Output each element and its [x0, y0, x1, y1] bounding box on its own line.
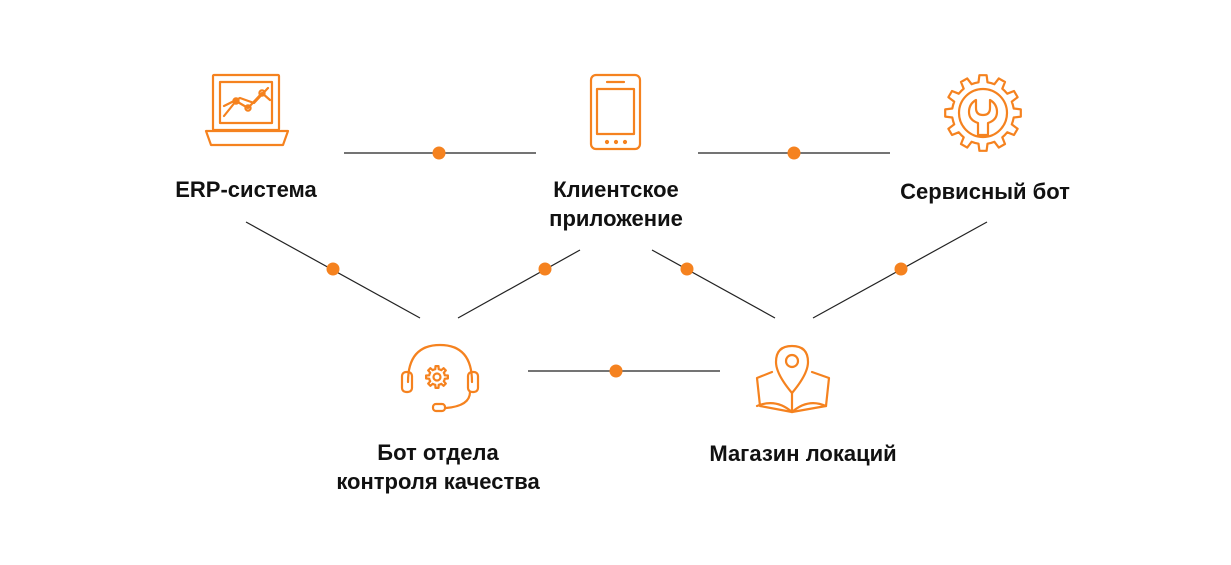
- node-label-service-bot: Сервисный бот: [900, 177, 1070, 206]
- node-label-erp: ERP-система: [175, 175, 317, 204]
- headset-gear-icon: [400, 343, 480, 413]
- connector-line-client-app-qc-bot: [457, 249, 581, 319]
- laptop-chart-icon: [204, 73, 290, 147]
- qc-bot-label-line-1: Бот отдела: [377, 440, 499, 465]
- connector-dot-client-app-qc-bot: [538, 262, 552, 276]
- node-label-qc-bot: Бот отдела контроля качества: [336, 438, 539, 496]
- location-store-label-line: Магазин локаций: [709, 441, 897, 466]
- client-app-label-line-1: Клиентское: [553, 177, 679, 202]
- tablet-icon: [589, 73, 642, 151]
- erp-label-line: ERP-система: [175, 177, 317, 202]
- client-app-label-line-2: приложение: [549, 206, 683, 231]
- connector-dot-erp-qc-bot: [326, 262, 340, 276]
- qc-bot-label-line-2: контроля качества: [336, 469, 540, 494]
- connector-line-client-app-location-store: [651, 249, 776, 319]
- map-pin-icon: [755, 344, 831, 414]
- connector-dot-client-app-service-bot: [787, 146, 801, 160]
- connector-dot-erp-client-app: [432, 146, 446, 160]
- node-label-client-app: Клиентское приложение: [549, 175, 683, 233]
- connector-dot-client-app-location-store: [680, 262, 694, 276]
- connector-dot-qc-bot-location-store: [609, 364, 623, 378]
- service-bot-label-line: Сервисный бот: [900, 179, 1070, 204]
- gear-wrench-icon: [944, 74, 1022, 152]
- connector-dot-service-bot-location-store: [894, 262, 908, 276]
- node-label-location-store: Магазин локаций: [709, 439, 896, 468]
